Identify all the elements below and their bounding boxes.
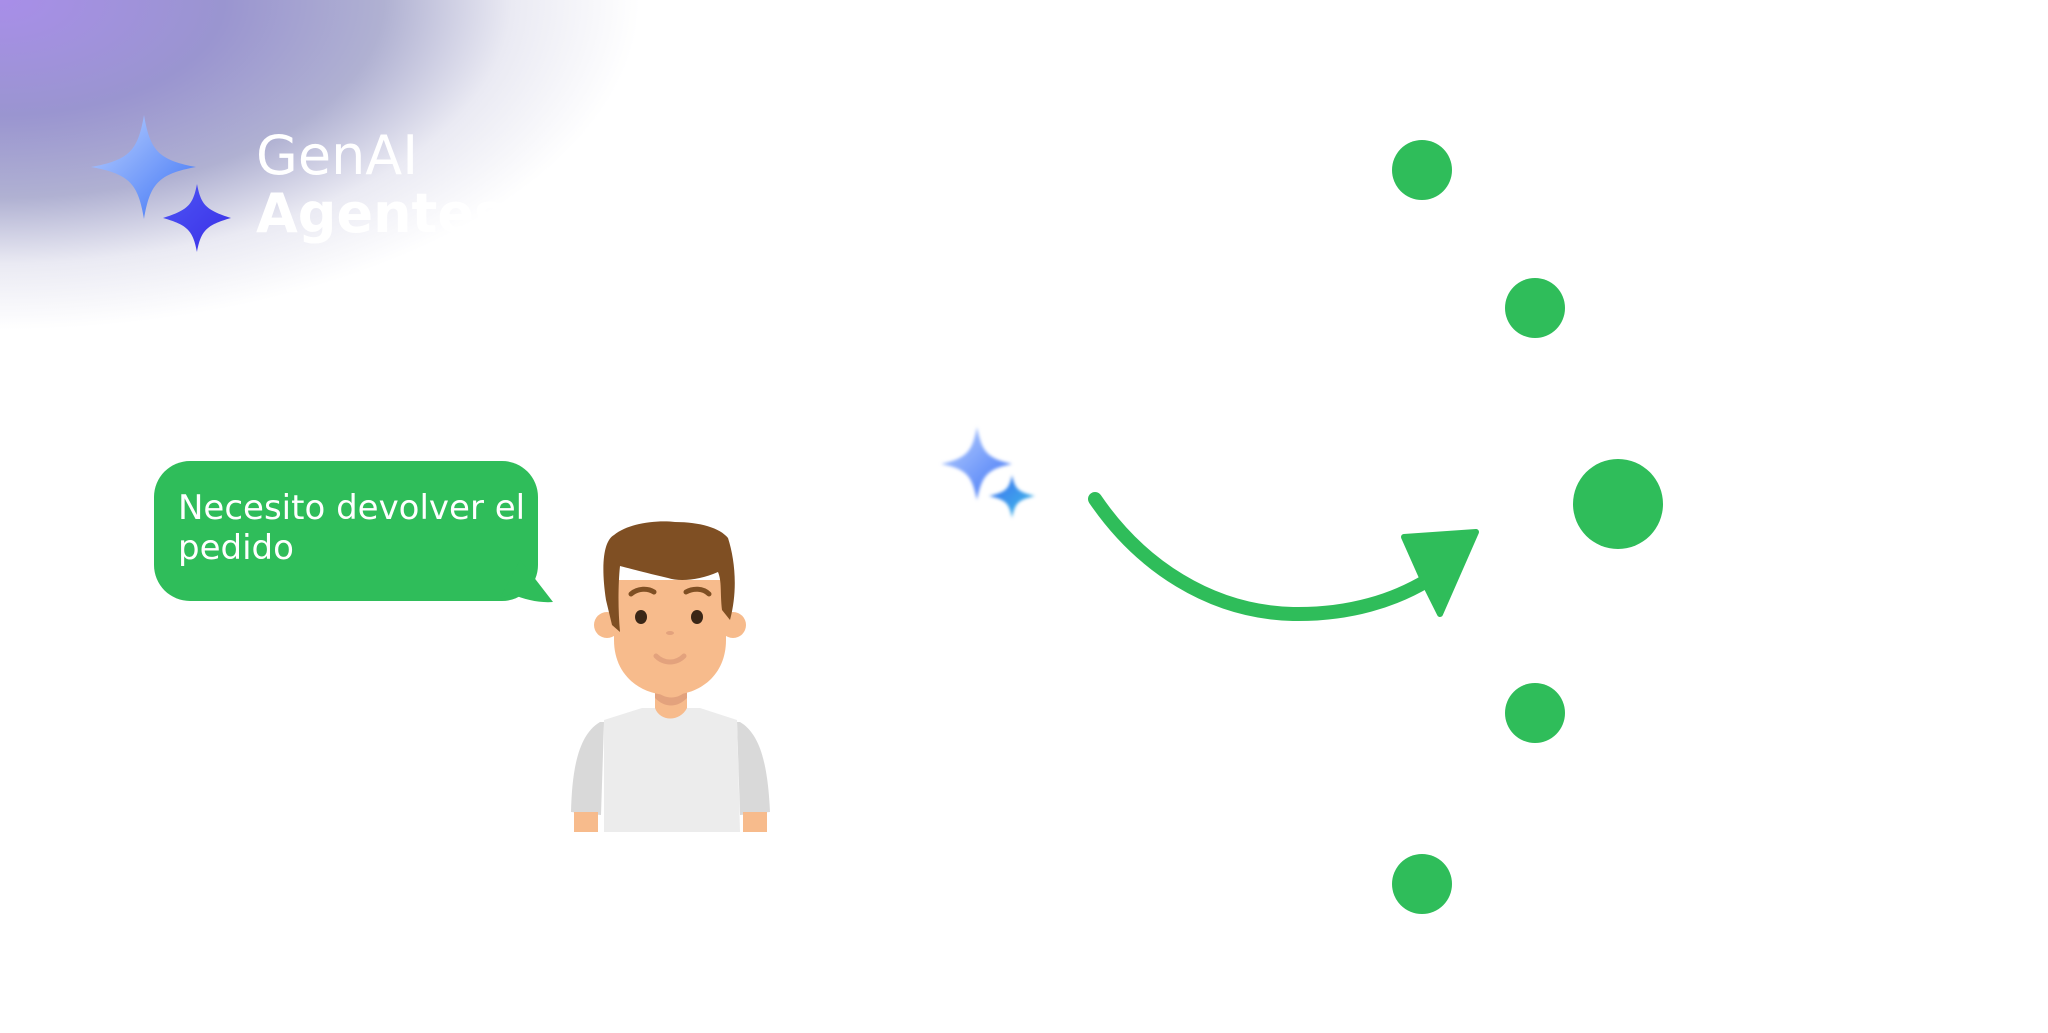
- logo-sparkle-icon: [91, 115, 231, 252]
- speech-bubble-text: Necesito devolver el pedido: [178, 488, 526, 568]
- agent-sparkle-icon: [941, 427, 1035, 518]
- option-dot: [1392, 140, 1452, 200]
- option-dots: [1392, 140, 1663, 914]
- speech-bubble: [154, 461, 553, 603]
- routing-arrow: [1088, 492, 1479, 622]
- logo-title-agentes: Agentes: [256, 182, 507, 245]
- customer-avatar: [571, 521, 770, 832]
- option-dot-highlighted: [1573, 459, 1663, 549]
- logo-title-genai: GenAI: [256, 124, 419, 187]
- option-dot: [1505, 683, 1565, 743]
- option-dot: [1505, 278, 1565, 338]
- option-dot: [1392, 854, 1452, 914]
